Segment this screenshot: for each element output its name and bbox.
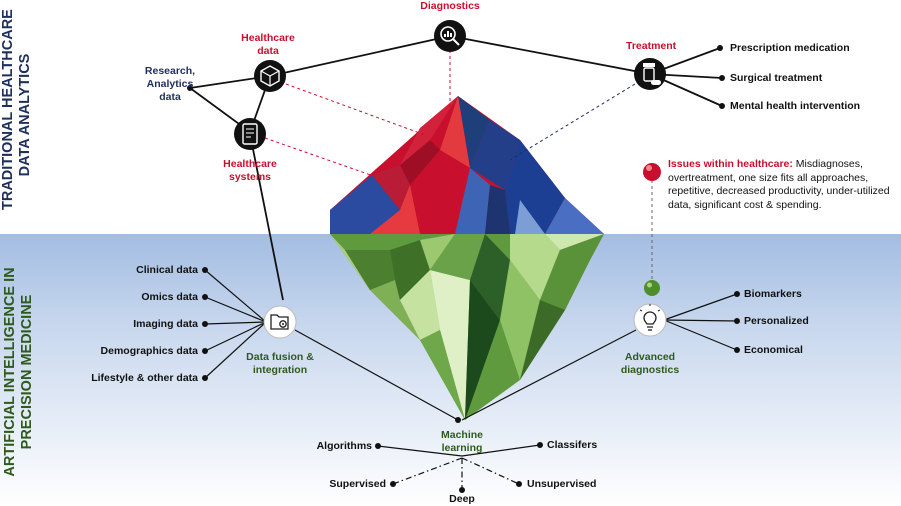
source-demographics: Demographics data: [100, 345, 198, 357]
data-fusion-line2: integration: [252, 364, 308, 376]
iceberg-body: [330, 234, 604, 420]
ml-algorithms: Algorithms: [316, 440, 372, 452]
treatment-prescription: Prescription medication: [730, 42, 850, 54]
research-line2: Analytics: [146, 78, 194, 90]
traditional-title-line1: TRADITIONAL HEALTHCARE: [0, 9, 16, 210]
ml-line1: Machine: [440, 429, 483, 441]
pill-bottle-icon: [634, 58, 666, 90]
iceberg-tip: [330, 96, 604, 234]
machine-learning-label: Machine learning: [420, 429, 504, 455]
ai-section-title: ARTIFICIAL INTELLIGENCE IN PRECISION MED…: [2, 243, 36, 501]
healthcare-systems-label: Healthcare systems: [210, 158, 290, 184]
traditional-section-title: TRADITIONAL HEALTHCARE DATA ANALYTICS: [0, 9, 34, 210]
treatment-surgical: Surgical treatment: [730, 72, 823, 84]
healthcare-data-label: Healthcare data: [228, 32, 308, 58]
advanced-line2: diagnostics: [620, 364, 680, 376]
ml-unsupervised: Unsupervised: [527, 478, 597, 490]
research-line1: Research,: [144, 65, 196, 77]
lightbulb-brain-icon: [633, 303, 667, 337]
healthcare-data-line1: Healthcare: [241, 32, 295, 44]
ai-title-line2: PRECISION MEDICINE: [19, 294, 35, 450]
issues-heading: Issues within healthcare:: [668, 158, 793, 170]
ai-network-lines: [204, 269, 738, 457]
cube-network-icon: [254, 60, 286, 92]
advanced-line1: Advanced: [624, 351, 676, 363]
ml-classifers: Classifers: [547, 439, 598, 451]
research-line3: data: [159, 91, 181, 103]
issue-marker-red: [643, 163, 661, 181]
treatment-label: Treatment: [626, 40, 677, 52]
folder-gear-icon: [263, 305, 297, 339]
output-economical: Economical: [744, 344, 803, 356]
traditional-title-line2: DATA ANALYTICS: [17, 53, 33, 177]
source-clinical: Clinical data: [136, 264, 198, 276]
healthcare-systems-line1: Healthcare: [223, 158, 277, 170]
data-fusion-label: Data fusion & integration: [230, 351, 330, 377]
output-biomarkers: Biomarkers: [744, 288, 802, 300]
link-marker-green-shine: [647, 282, 652, 288]
ml-deep: Deep: [449, 493, 475, 505]
data-fusion-line1: Data fusion &: [246, 351, 314, 363]
issue-marker-red-shine: [646, 165, 652, 171]
ai-title-line1: ARTIFICIAL INTELLIGENCE IN: [2, 267, 18, 477]
ml-line2: learning: [441, 442, 483, 454]
source-omics: Omics data: [141, 291, 198, 303]
link-marker-green: [644, 280, 660, 296]
issues-description: Issues within healthcare: Misdiagnoses, …: [668, 158, 896, 212]
advanced-diagnostics-label: Advanced diagnostics: [605, 351, 695, 377]
diagnostics-label: Diagnostics: [420, 0, 480, 12]
source-imaging: Imaging data: [133, 318, 198, 330]
search-chart-icon: [434, 20, 466, 52]
healthcare-data-line2: data: [257, 45, 279, 57]
ml-dashed-lines: [392, 457, 520, 490]
output-personalized: Personalized: [744, 315, 809, 327]
research-analytics-label: Research, Analytics data: [132, 65, 208, 104]
healthcare-systems-line2: systems: [228, 171, 272, 183]
ml-supervised: Supervised: [329, 478, 386, 490]
connector-dots: [187, 45, 740, 493]
source-lifestyle: Lifestyle & other data: [91, 372, 198, 384]
issues-text: Misdiagnoses, overtreatment, one size fi…: [668, 158, 890, 211]
dotted-connectors: [264, 50, 653, 284]
tablet-document-icon: [234, 118, 266, 150]
treatment-mental-health: Mental health intervention: [730, 100, 861, 112]
